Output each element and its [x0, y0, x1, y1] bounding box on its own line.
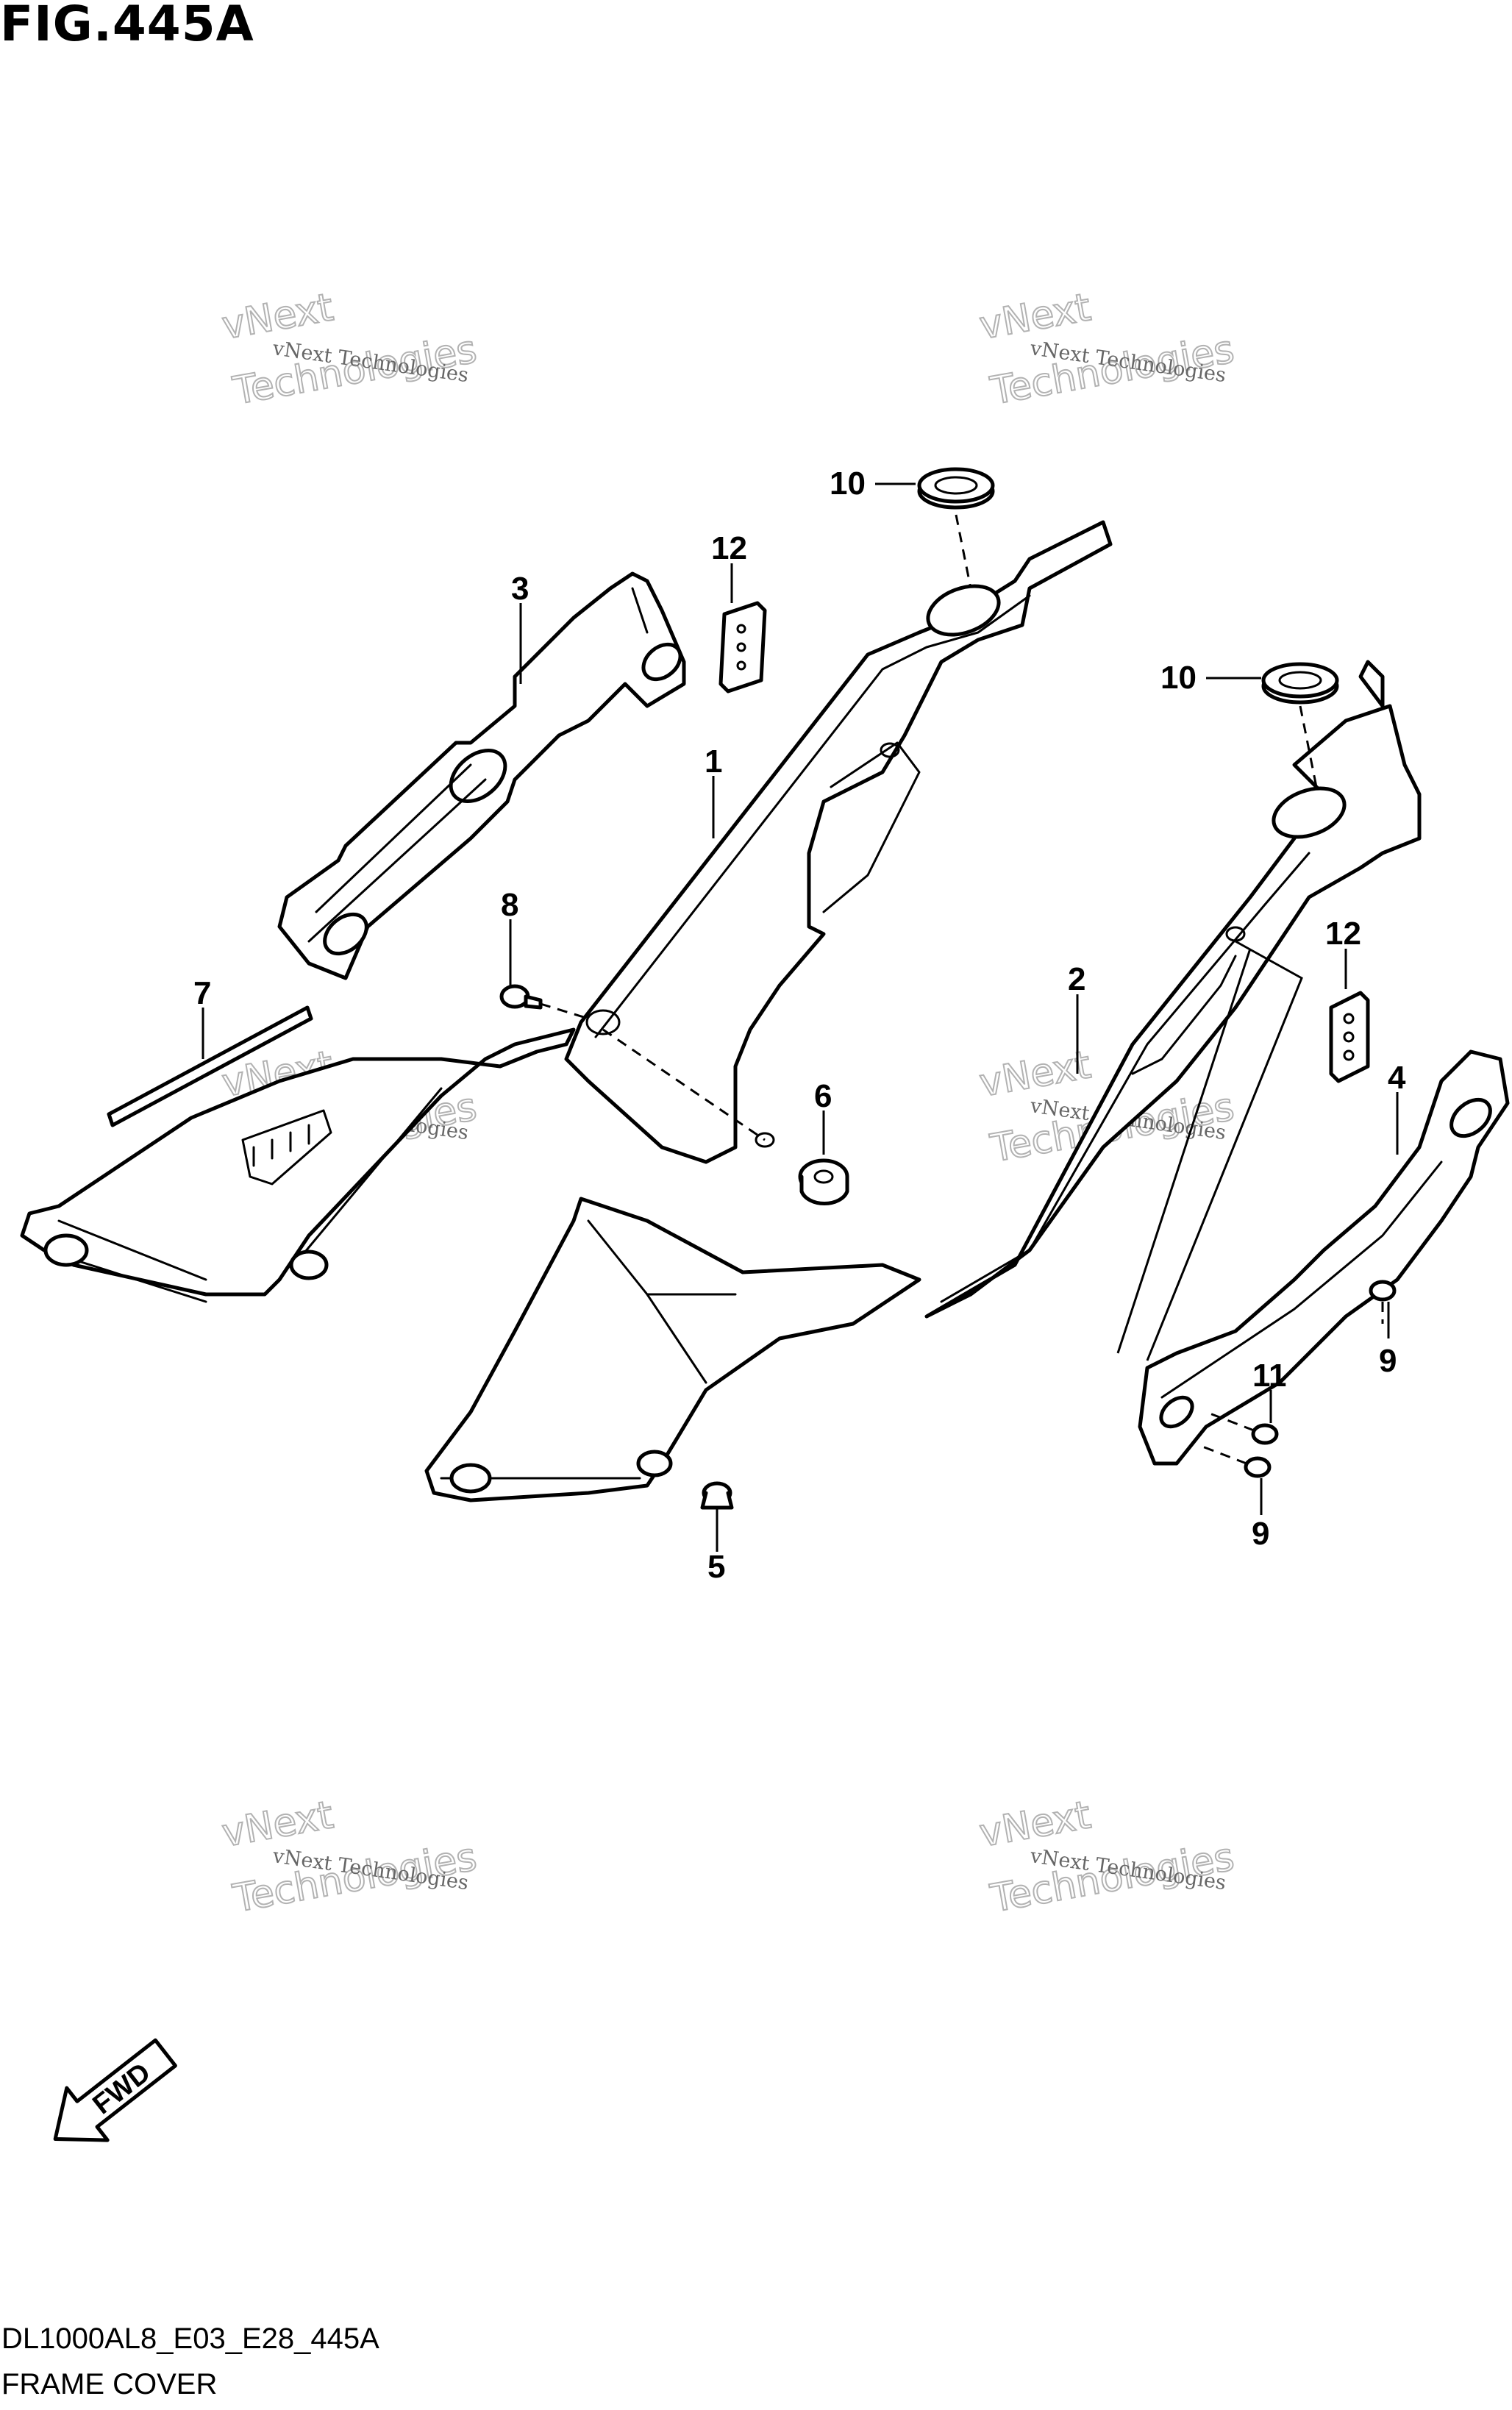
callout-11: 11 — [1252, 1358, 1287, 1394]
callout-10-right: 10 — [1160, 660, 1197, 696]
watermark-top-left: vNext Technologies — [218, 285, 481, 414]
part-1-frame-cover-left — [564, 520, 1113, 1164]
callout-labels: 1 2 3 4 5 6 7 8 9 9 10 10 11 12 12 — [193, 466, 1406, 1585]
bracket-line-left — [1146, 940, 1303, 1361]
callout-5: 5 — [707, 1549, 725, 1585]
dash-line-1-6 — [602, 1028, 766, 1141]
part-1-lower-wing — [20, 1027, 576, 1303]
watermark-top-right: vNext Technologies — [976, 285, 1238, 414]
callout-12-right: 12 — [1325, 916, 1361, 952]
callout-8: 8 — [501, 887, 518, 923]
fwd-arrow: FWD — [53, 2038, 177, 2142]
callout-9-upper: 9 — [1379, 1343, 1397, 1379]
watermark-bottom-left: vNext Technologies — [218, 1792, 481, 1922]
part-10-grommet-right — [1261, 662, 1339, 788]
callout-12-left: 12 — [711, 530, 747, 566]
part-5-screw — [700, 1481, 734, 1510]
bracket-line-right — [1116, 948, 1252, 1354]
callout-3: 3 — [511, 571, 529, 607]
part-10-grommet-left — [917, 467, 995, 589]
part-11-screw — [1205, 1411, 1279, 1445]
part-2-lower-wing — [424, 1197, 921, 1502]
part-9-screw-upper — [1369, 1280, 1397, 1324]
part-12-clip-left — [718, 601, 767, 694]
callout-10-left: 10 — [830, 466, 866, 502]
drawing-code: DL1000AL8_E03_E28_445A — [1, 2322, 379, 2355]
leader-lines — [202, 482, 1399, 1552]
part-9-screw-lower — [1198, 1444, 1272, 1478]
part-3-bracket — [277, 571, 686, 980]
callout-7: 7 — [193, 975, 211, 1011]
part-6-nut — [798, 1158, 849, 1206]
callout-4: 4 — [1388, 1060, 1406, 1096]
callout-9-lower: 9 — [1252, 1516, 1269, 1552]
callout-1: 1 — [705, 744, 722, 780]
drawing-name: FRAME COVER — [1, 2368, 218, 2400]
figure-title: FIG.445A — [0, 0, 254, 52]
callout-2: 2 — [1068, 961, 1085, 997]
part-4-bracket — [1138, 1049, 1510, 1466]
part-7-strip — [107, 1005, 313, 1127]
part-8-screw — [499, 984, 589, 1020]
part-2-frame-cover-right — [924, 660, 1422, 1319]
part-12-clip-right — [1329, 991, 1370, 1083]
callout-6: 6 — [814, 1078, 832, 1114]
watermark-bottom-right: vNext Technologies — [976, 1792, 1238, 1922]
